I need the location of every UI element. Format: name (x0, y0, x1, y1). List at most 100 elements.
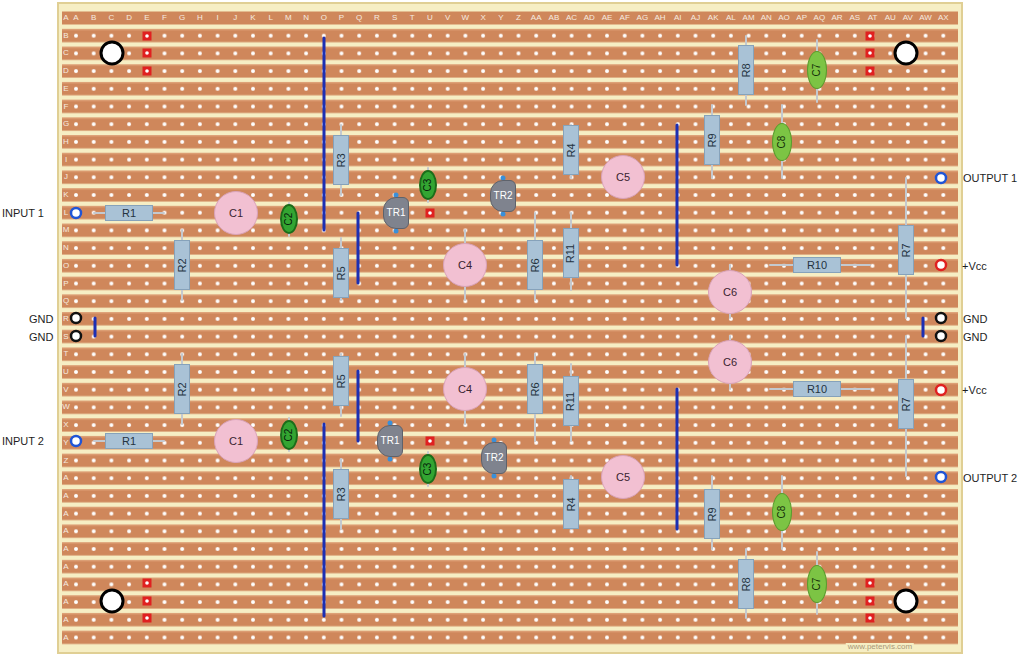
row-letter: K (63, 191, 68, 199)
part-name: R4 (566, 497, 577, 511)
column-letter: A (73, 14, 78, 22)
track-cut-hole (428, 439, 432, 443)
row-letter: Y (63, 439, 68, 447)
supply-terminal (936, 385, 946, 395)
column-letter: R (374, 14, 380, 22)
row-letter: A (63, 510, 68, 518)
terminal-label: INPUT 1 (2, 208, 44, 219)
mounting-hole (895, 590, 917, 612)
capacitor-body: C8 (772, 493, 792, 531)
part-name: C5 (616, 472, 630, 483)
part-name: C1 (229, 208, 243, 219)
terminal-label: +Vcc (962, 261, 987, 272)
part-name: R8 (741, 577, 752, 591)
terminal-label: GND (29, 332, 53, 343)
column-letter: AU (885, 14, 896, 22)
track-cut-hole (145, 51, 149, 55)
track-cut-hole (868, 616, 872, 620)
resistor-body: R1 (105, 433, 153, 449)
part-name: C1 (229, 436, 243, 447)
track-cut-hole (145, 581, 149, 585)
track-cut (143, 49, 152, 58)
part-name: C4 (458, 384, 472, 395)
part-name: C7 (812, 578, 822, 591)
capacitor-body: C3 (419, 170, 437, 200)
transistor-body: TR2 (490, 180, 516, 212)
column-letter: Y (498, 14, 503, 22)
capacitor-body: C4 (443, 367, 487, 411)
capacitor-body: C4 (443, 243, 487, 287)
column-letter: AI (674, 14, 682, 22)
part-name: R2 (177, 382, 188, 396)
part-name: C8 (777, 136, 787, 149)
row-letter: S (63, 333, 68, 341)
wire-link (676, 389, 679, 529)
column-letter: H (197, 14, 203, 22)
row-letter: W (62, 403, 70, 411)
capacitor-body: C3 (419, 454, 437, 484)
row-letter: V (63, 386, 68, 394)
part-name: R8 (741, 63, 752, 77)
column-letter: B (91, 14, 96, 22)
column-letter: AL (726, 14, 736, 22)
column-letter: N (303, 14, 309, 22)
column-letter: AO (778, 14, 790, 22)
column-letter: AK (708, 14, 719, 22)
row-letter: J (64, 173, 68, 181)
column-letter: G (179, 14, 185, 22)
part-name: R9 (707, 133, 718, 147)
part-name: TR1 (387, 208, 406, 218)
part-name: R3 (336, 487, 347, 501)
column-letter: AD (584, 14, 595, 22)
row-letter: N (63, 244, 69, 252)
row-letter: A (63, 474, 68, 482)
transistor-pin (388, 457, 393, 462)
track-cut (866, 579, 875, 588)
column-letter: AC (566, 14, 577, 22)
column-letter: AJ (691, 14, 700, 22)
column-letter: K (250, 14, 255, 22)
column-letter: AX (938, 14, 949, 22)
watermark: www.petervis.com (846, 643, 914, 651)
part-name: C7 (812, 64, 822, 77)
track-cut-hole (145, 616, 149, 620)
row-letter: I (65, 156, 67, 164)
part-name: C2 (284, 213, 294, 226)
row-letter: U (63, 368, 69, 376)
part-name: R10 (807, 260, 827, 271)
row-letter: A (63, 563, 68, 571)
row-letter: X (63, 421, 68, 429)
track-cut (143, 579, 152, 588)
track-cut (866, 597, 875, 606)
column-letter: AB (549, 14, 560, 22)
row-letter: F (64, 103, 69, 111)
part-name: TR2 (494, 191, 513, 201)
capacitor-body: C1 (214, 191, 258, 235)
capacitor-body: C2 (280, 420, 298, 450)
column-letter: T (410, 14, 415, 22)
resistor-body: R2 (174, 240, 190, 290)
part-name: C8 (777, 506, 787, 519)
part-name: C6 (723, 357, 737, 368)
part-name: C3 (423, 179, 433, 192)
transistor-body: TR1 (383, 197, 409, 229)
mounting-hole (101, 42, 123, 64)
transistor-body: TR1 (377, 425, 403, 457)
terminal-label: +Vcc (962, 385, 987, 396)
row-letter: B (63, 32, 68, 40)
resistor-body: R3 (333, 135, 349, 185)
column-letter: AR (832, 14, 843, 22)
resistor-body: R4 (563, 479, 579, 529)
track-cut (866, 67, 875, 76)
ground-terminal (71, 313, 81, 323)
part-name: R7 (901, 243, 912, 257)
resistor-body: R6 (527, 364, 543, 414)
track-cut (866, 49, 875, 58)
wire-link (357, 213, 360, 283)
part-name: R4 (566, 143, 577, 157)
track-cut-hole (868, 34, 872, 38)
row-letter: E (63, 85, 68, 93)
track-cut (143, 597, 152, 606)
row-letter: Z (64, 457, 69, 465)
